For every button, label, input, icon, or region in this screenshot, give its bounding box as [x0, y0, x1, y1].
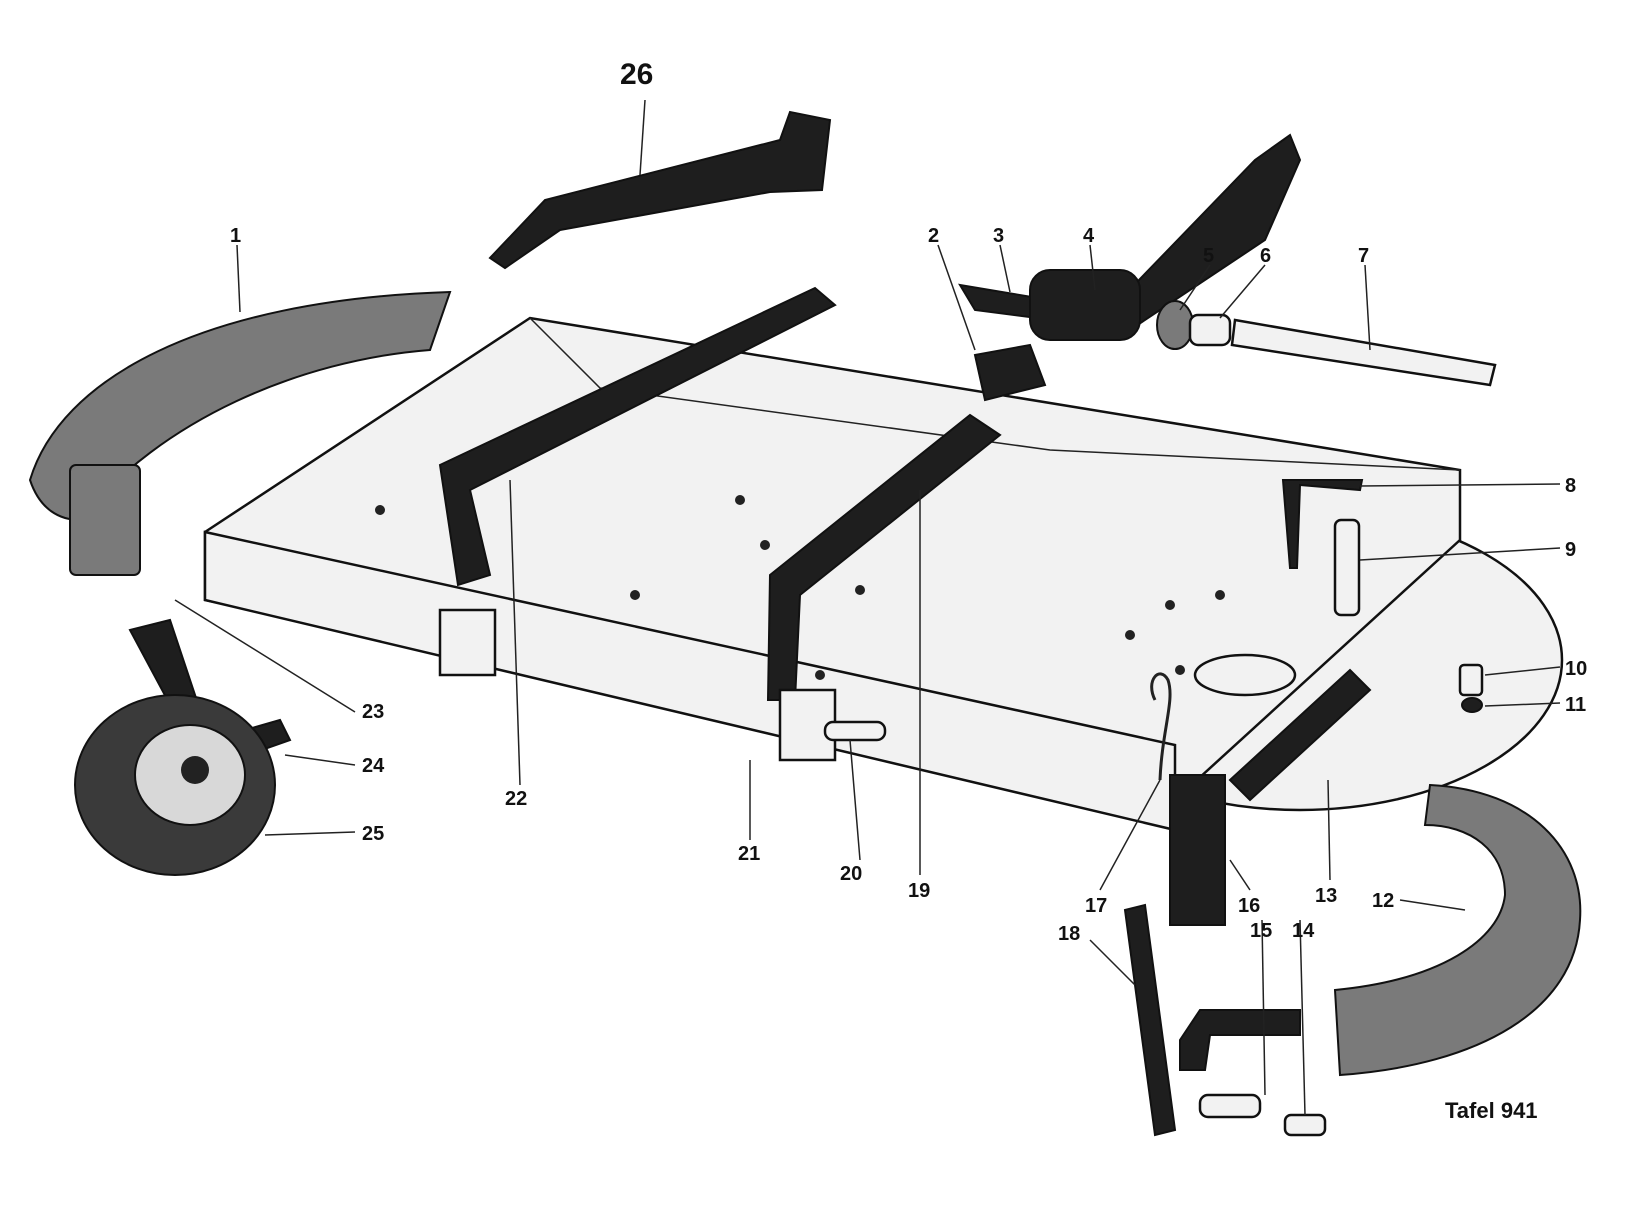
part-4-bushing [1029, 269, 1141, 341]
callout-9: 9 [1565, 539, 1576, 561]
wheel-axle [181, 756, 209, 784]
callout-18: 18 [1058, 923, 1080, 945]
part-16-clamp [1169, 774, 1226, 926]
part-8-pin [1281, 479, 1364, 569]
callout-3: 3 [993, 225, 1004, 247]
callout-15: 15 [1250, 920, 1272, 942]
callout-22: 22 [505, 788, 527, 810]
callout-25: 25 [362, 823, 384, 845]
part-14-bolt [1283, 1113, 1327, 1137]
part-19-lift-arm [766, 413, 1002, 701]
part-18-crank-arm [1179, 1009, 1301, 1071]
left-hinge-block [438, 608, 497, 677]
part-26-arm [488, 110, 832, 270]
callout-20: 20 [840, 863, 862, 885]
part-17-clip [1150, 672, 1172, 781]
callout-21: 21 [738, 843, 760, 865]
callout-19: 19 [908, 880, 930, 902]
callout-2: 2 [928, 225, 939, 247]
callout-24: 24 [362, 755, 385, 777]
part-11-nut [1461, 697, 1483, 713]
plate-label: Tafel 941 [1445, 1098, 1538, 1123]
part-2-link [973, 343, 1047, 402]
callout-8: 8 [1565, 475, 1576, 497]
callout-17: 17 [1085, 895, 1107, 917]
callout-13: 13 [1315, 885, 1337, 907]
callout-5: 5 [1203, 245, 1214, 267]
callout-labels: 1 2 3 4 5 6 7 8 9 10 11 12 13 14 15 16 1… [230, 58, 1587, 1123]
part-20-pin [823, 720, 887, 742]
blade-guard [1333, 783, 1582, 1077]
leader-lines [174, 99, 1561, 1116]
part-15-bolt [1198, 1093, 1262, 1119]
callout-7: 7 [1358, 245, 1369, 267]
callout-6: 6 [1260, 245, 1271, 267]
callout-10: 10 [1565, 658, 1587, 680]
part-9-pin [1333, 518, 1361, 617]
part-5-bushing-end [1156, 300, 1194, 350]
callout-1: 1 [230, 225, 241, 247]
part-10-bolt [1458, 663, 1484, 697]
part-7-shaft [1230, 318, 1497, 387]
callout-14: 14 [1292, 920, 1315, 942]
callout-11: 11 [1565, 694, 1586, 716]
deck-holes [375, 495, 1225, 680]
deck-center-opening [1193, 653, 1297, 697]
callout-4: 4 [1083, 225, 1095, 247]
caster-wheel-assembly [69, 464, 292, 876]
part-23-caster-bracket [69, 464, 141, 576]
callout-12: 12 [1372, 890, 1394, 912]
part-6-sleeve [1188, 313, 1232, 347]
part-13-bracket [1228, 668, 1372, 802]
callout-16: 16 [1238, 895, 1260, 917]
part-18-crank [1123, 903, 1177, 1137]
callout-26: 26 [620, 58, 653, 91]
callout-23: 23 [362, 701, 384, 723]
part-22-lift-arm [438, 286, 837, 587]
